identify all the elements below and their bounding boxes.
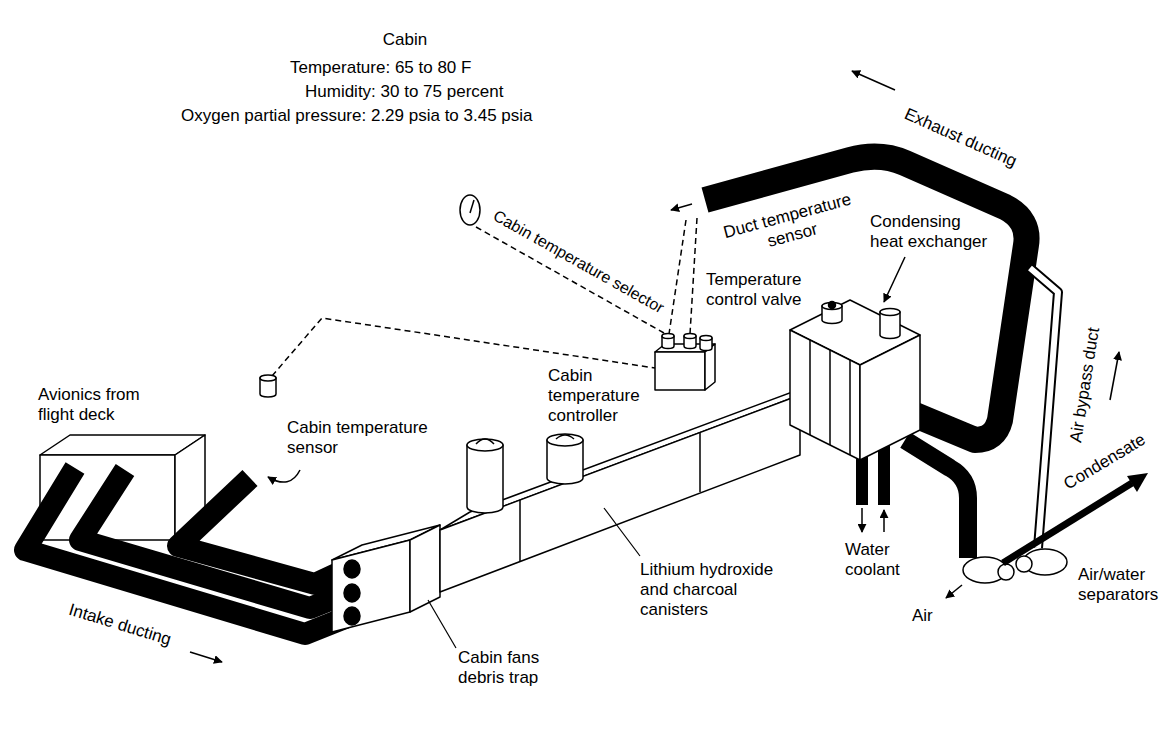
- cabin-title-anchor: Cabin: [383, 30, 427, 50]
- part-label-anchor: Air bypass duct: [1066, 326, 1104, 444]
- cabin-outline-path: [25, 10, 762, 450]
- part-label: Lithium hydroxide and charcoal canisters: [640, 560, 795, 620]
- controller-box: [655, 334, 715, 391]
- part-label: Cabin temperature sensor: [287, 418, 462, 458]
- part-label: Air/water separators: [1078, 565, 1162, 605]
- part-label-anchor: Lithium hydroxide and charcoal canisters: [640, 560, 795, 620]
- part-label: Cabin temperature selector: [489, 206, 667, 318]
- fan-box: [332, 525, 440, 632]
- heat-exchanger: [790, 300, 920, 460]
- flow-arrows: [190, 71, 1119, 662]
- part-label: Condensing heat exchanger: [870, 212, 995, 252]
- part-label: Air: [912, 606, 933, 626]
- part-label-anchor: Condensing heat exchanger: [870, 212, 995, 252]
- temperature-sensor: [260, 375, 276, 397]
- part-label-anchor: Cabin temperature controller: [548, 366, 648, 426]
- leader-lines: [428, 508, 640, 648]
- cabin-spec-anchor: Oxygen partial pressure: 2.29 psia to 3.…: [181, 106, 533, 126]
- part-label: Cabin fans debris trap: [458, 648, 558, 688]
- cabin-spec: Temperature: 65 to 80 F: [290, 58, 471, 78]
- cabin-spec: Humidity: 30 to 75 percent: [305, 82, 503, 102]
- part-label: Air bypass duct: [1066, 326, 1104, 444]
- selector-gauge: [460, 195, 480, 225]
- part-label-anchor: Temperature control valve: [706, 270, 810, 310]
- part-label-anchor: Air/water separators: [1078, 565, 1162, 605]
- cabin-spec-anchor: Temperature: 65 to 80 F: [290, 58, 471, 78]
- part-label-anchor: Intake ducting: [66, 600, 173, 650]
- arrowhead: [1127, 473, 1148, 492]
- cabin-title: Cabin: [383, 30, 427, 50]
- cabin-spec: Oxygen partial pressure: 2.29 psia to 3.…: [181, 106, 533, 126]
- part-label-anchor: Air: [912, 606, 933, 626]
- part-label: Water coolant: [845, 540, 915, 580]
- canister-housing: [440, 378, 830, 592]
- condensate-line: [1003, 483, 1132, 563]
- part-label-anchor: Water coolant: [845, 540, 915, 580]
- part-label: Cabin temperature controller: [548, 366, 648, 426]
- part-label-anchor: Cabin fans debris trap: [458, 648, 558, 688]
- part-label: Intake ducting: [66, 600, 173, 650]
- cabin-spec-anchor: Humidity: 30 to 75 percent: [305, 82, 503, 102]
- part-label-anchor: Cabin temperature sensor: [287, 418, 462, 458]
- part-label: Avionics from flight deck: [38, 385, 163, 425]
- exhaust-ducts: [705, 157, 1058, 558]
- part-label-anchor: Cabin temperature selector: [489, 206, 667, 318]
- part-label-anchor: Avionics from flight deck: [38, 385, 163, 425]
- part-label: Temperature control valve: [706, 270, 810, 310]
